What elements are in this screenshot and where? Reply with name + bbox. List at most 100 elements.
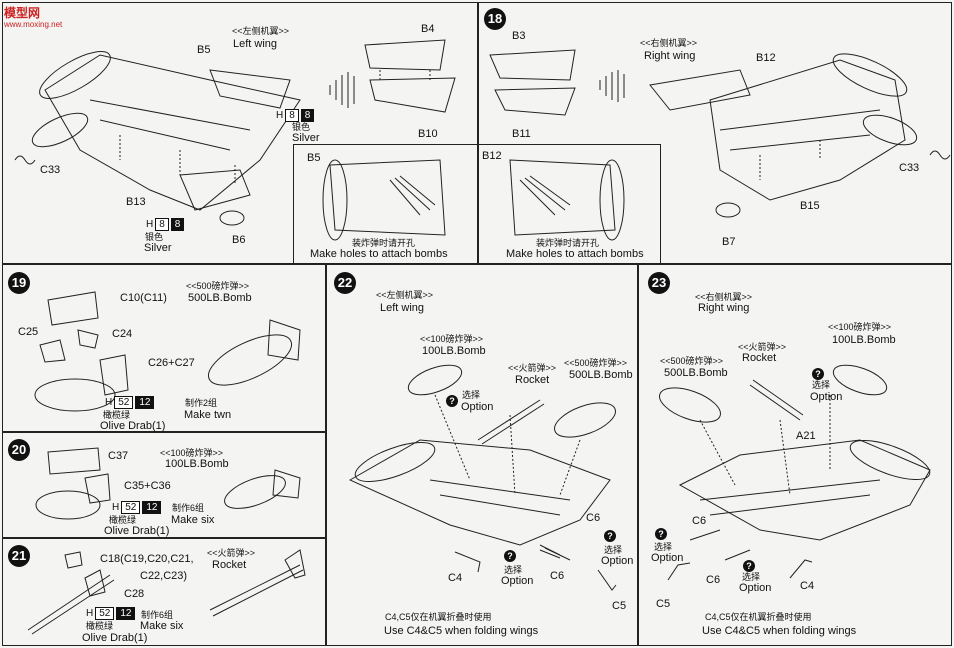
paint-code-silver-2: H 8 8: [146, 218, 185, 231]
step-number-19: 19: [8, 272, 30, 294]
part-b6-drawing: [219, 210, 245, 226]
step22-title-cn: <<左侧机翼>>: [376, 290, 434, 300]
step23-option3-en: Option: [739, 582, 772, 594]
panel-step-20: [2, 432, 326, 538]
paint-code-olive-19: H 52 12: [105, 396, 155, 409]
label-c37: C37: [108, 450, 129, 462]
paint-code-silver-1: H 8 8: [276, 109, 315, 122]
step23-note-en: Use C4&C5 when folding wings: [702, 625, 857, 637]
bomb500-parts-drawing: [34, 291, 129, 412]
label-c28: C28: [124, 588, 145, 600]
step19-title-en: 500LB.Bomb: [188, 292, 252, 304]
step23-wing-drawing: [659, 364, 931, 581]
step23-title-en: Right wing: [698, 302, 750, 314]
part-b3-b11-drawing: [489, 49, 625, 116]
step22-rocket-en: Rocket: [515, 374, 550, 386]
step23-bomb100-cn: <<100磅炸弹>>: [828, 322, 892, 332]
option-marker-icon: ?: [812, 368, 824, 380]
step20-title-cn: <<100磅炸弹>>: [160, 448, 224, 458]
step18-title-cn: <<右侧机翼>>: [640, 38, 698, 48]
step23-bomb500-cn: <<500磅炸弹>>: [660, 356, 724, 366]
label-b3: B3: [512, 30, 526, 42]
inset-label-b12: B12: [482, 150, 502, 162]
label-b11: B11: [512, 128, 531, 140]
step23-option2-en: Option: [651, 552, 684, 564]
step23-option-cn: 选择: [812, 380, 831, 390]
paint-olive-en-20: Olive Drab(1): [104, 525, 170, 537]
inset-note-cn-right: 装炸弹时请开孔: [536, 238, 600, 248]
bomb100-assembled-drawing: [224, 469, 301, 509]
step23-label-a21: A21: [796, 430, 816, 442]
step22-option3-cn: 选择: [504, 565, 523, 575]
step22-rocket-cn: <<火箭弹>>: [508, 363, 557, 373]
part-b12-drawing: [649, 69, 751, 111]
label-c18: C18(C19,C20,C21,: [100, 553, 194, 565]
inset-note-en-left: Make holes to attach bombs: [310, 248, 448, 260]
label-b13: B13: [126, 196, 146, 208]
step23-label-c5: C5: [656, 598, 671, 610]
label-c33-left: C33: [40, 164, 61, 176]
label-b12: B12: [756, 52, 776, 64]
step23-option-en: Option: [810, 391, 843, 403]
step23-label-c6-b: C6: [706, 574, 721, 586]
step22-option-cn: 选择: [462, 390, 481, 400]
step21-title-cn: <<火箭弹>>: [207, 548, 256, 558]
step22-option2-cn: 选择: [604, 545, 623, 555]
left-wing-drawing: [14, 51, 301, 211]
inset-label-b5: B5: [307, 152, 321, 164]
panel-step-17: [2, 2, 478, 264]
step-number-22: 22: [334, 272, 356, 294]
step23-note-cn: C4,C5仅在机翼折叠时使用: [705, 612, 812, 622]
inset-holes-panel: [293, 144, 661, 264]
step19-title-cn: <<500磅炸弹>>: [186, 281, 250, 291]
paint-olive-cn-19: 橄榄绿: [103, 410, 131, 420]
watermark-logo: 模型网: [4, 6, 41, 20]
paint-olive-en-21: Olive Drab(1): [82, 632, 148, 644]
step23-label-c6-a: C6: [692, 515, 707, 527]
label-c10: C10(C11): [120, 292, 167, 304]
make-count-en-20: Make six: [171, 514, 215, 526]
step-number-20: 20: [8, 439, 30, 461]
step22-bomb500-cn: <<500磅炸弹>>: [564, 358, 628, 368]
inset-note-en-right: Make holes to attach bombs: [506, 248, 644, 260]
make-count-cn-20: 制作6组: [172, 503, 205, 513]
label-c18-cont: C22,C23): [140, 570, 188, 582]
paint-white-box: 8: [285, 109, 299, 122]
paint-olive-cn-20: 橄榄绿: [109, 515, 137, 525]
inset-b5-drawing: [322, 159, 446, 241]
paint-white-box: 8: [155, 218, 169, 231]
inset-note-cn-left: 装炸弹时请开孔: [352, 238, 416, 248]
paint-code-olive-20: H 52 12: [112, 501, 162, 514]
panel-step-19: [2, 264, 326, 432]
label-c35-c36: C35+C36: [124, 480, 171, 492]
paint-silver-en-1: Silver: [292, 132, 320, 144]
panel-step-22: [326, 264, 638, 646]
paint-black-box: 12: [142, 501, 162, 514]
paint-silver-cn-1: 银色: [292, 122, 311, 132]
paint-h-letter: H: [276, 110, 284, 121]
step21-title-en: Rocket: [212, 559, 247, 571]
step23-title-cn: <<右侧机翼>>: [695, 292, 753, 302]
step18-title-en: Right wing: [644, 50, 696, 62]
paint-silver-cn-2: 银色: [145, 232, 164, 242]
option-marker-icon: ?: [604, 530, 616, 542]
bomb100-parts-drawing: [35, 447, 111, 520]
step23-rocket-cn: <<火箭弹>>: [738, 342, 787, 352]
option-marker-icon: ?: [446, 395, 458, 407]
step23-label-c4: C4: [800, 580, 815, 592]
step22-option2-en: Option: [601, 555, 634, 567]
label-b10: B10: [418, 128, 438, 140]
paint-h-letter: H: [105, 397, 113, 408]
label-b5: B5: [197, 44, 211, 56]
watermark-url: www.moxing.net: [4, 20, 63, 29]
paint-h-letter: H: [112, 502, 120, 513]
option-marker-icon: ?: [655, 528, 667, 540]
step23-bomb100-en: 100LB.Bomb: [832, 334, 896, 346]
paint-white-box: 52: [114, 396, 134, 409]
panel-step-21: [2, 538, 326, 646]
step-number-21: 21: [8, 545, 30, 567]
label-b15: B15: [800, 200, 820, 212]
paint-black-box: 8: [170, 218, 185, 231]
label-b4: B4: [421, 23, 435, 35]
